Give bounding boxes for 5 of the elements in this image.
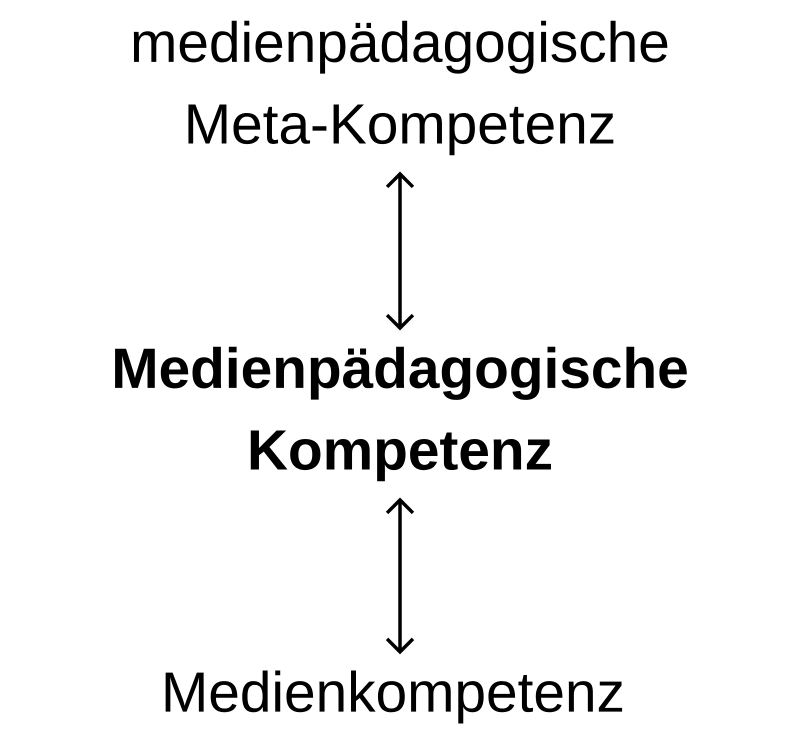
heading-text: Medienpädagogische Kompetenz (115, 346, 687, 482)
double-arrow (386, 498, 414, 654)
concept-text: Medienkompetenz (166, 670, 622, 724)
double-arrow (386, 172, 414, 330)
concept-text: medienpädagogische Meta-Kompetenz (134, 20, 668, 156)
